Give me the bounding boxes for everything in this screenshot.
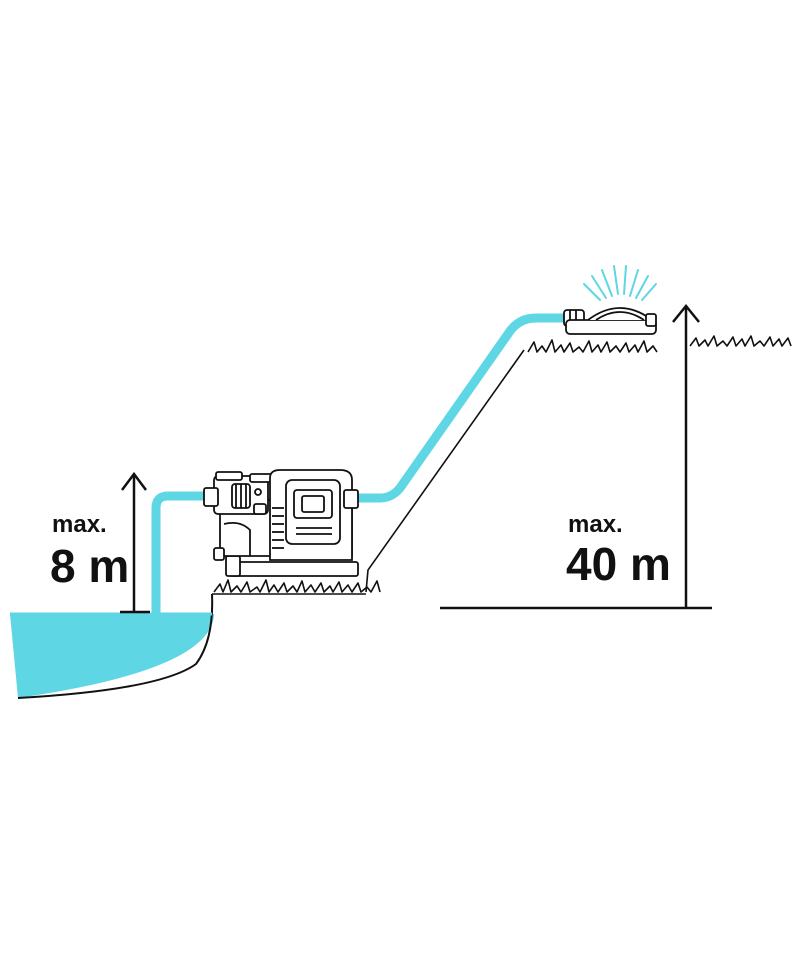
delivery-hose (351, 313, 571, 503)
delivery-height-prefix: max. (568, 511, 623, 538)
pool-bank-line (17, 593, 214, 699)
suction-height-value: 8 m (50, 540, 129, 592)
delivery-height-value: 40 m (566, 538, 671, 590)
suction-height-prefix: max. (52, 511, 107, 538)
suction-hose (151, 491, 219, 621)
grass-icon (213, 579, 381, 593)
water-pool-icon (10, 614, 214, 698)
slope-line (365, 349, 525, 593)
grass-upper-left (527, 339, 658, 353)
grass-upper-right (689, 335, 792, 347)
sprinkler-icon (563, 307, 657, 335)
pump-icon (203, 469, 359, 577)
water-spray (583, 265, 657, 301)
up-arrow-icon (672, 304, 700, 608)
up-arrow-icon (120, 471, 150, 614)
